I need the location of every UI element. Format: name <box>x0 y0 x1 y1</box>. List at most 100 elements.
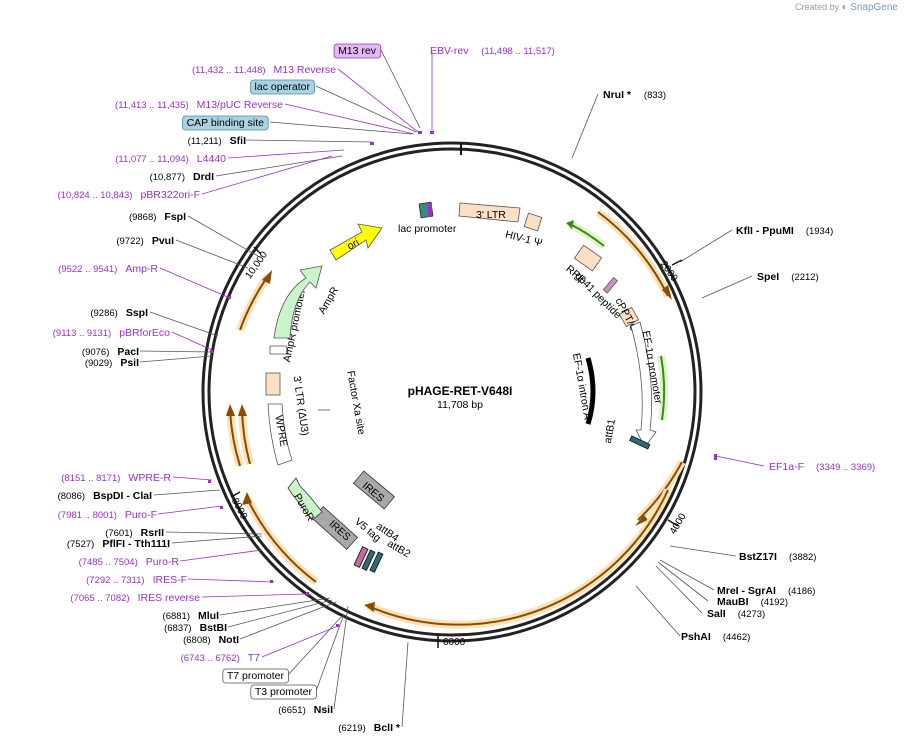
feature-ires-1: IRES <box>352 470 396 510</box>
left-label-16[interactable]: WPRE-R(8151 .. 8171) <box>61 472 171 484</box>
left-label-6[interactable]: L4440(11,077 .. 11,094) <box>115 153 226 165</box>
left-label-name: PflFI - Tth111I <box>102 538 170 550</box>
right-label-coord: (833) <box>644 90 666 101</box>
right-label-name: BstZ17I <box>739 551 777 563</box>
left-label-31[interactable]: BclI * (6219) <box>338 722 401 734</box>
right-label-9[interactable]: PshAI(4462) <box>681 631 750 643</box>
right-label-2[interactable]: KflI - PpuMI(1934) <box>736 225 833 237</box>
left-label-name: Amp-R <box>125 263 158 275</box>
left-label-coord: (9868) <box>129 212 156 223</box>
left-label-coord: (8151 .. 8171) <box>61 473 120 484</box>
left-label-21[interactable]: Puro-R(7485 .. 7504) <box>79 556 180 568</box>
left-label-coord: (6837) <box>164 623 191 634</box>
label-gp41: gp41 peptide <box>572 270 624 322</box>
left-label-5[interactable]: SfiI(11,211) <box>188 135 246 147</box>
left-label-name: Puro-R <box>146 556 180 568</box>
left-label-8[interactable]: pBR322ori-F(10,824 .. 10,843) <box>57 189 200 201</box>
left-label-name: PvuI <box>152 235 174 247</box>
orf-arc-left-mid2 <box>238 404 254 466</box>
left-label-23[interactable]: IRES reverse(7065 .. 7082) <box>70 592 200 604</box>
left-label-28[interactable]: T7 promoter <box>222 668 289 684</box>
left-label-name: SfiI <box>230 135 246 147</box>
watermark-created-by: Created by <box>795 2 840 12</box>
right-label-0[interactable]: EBV-rev(11,498 .. 11,517) <box>430 45 555 57</box>
left-label-coord: (7292 .. 7311) <box>86 575 144 586</box>
orf-arc-left-top <box>236 270 272 332</box>
feature-ef1a-promoter: EF-1α promoter <box>630 321 664 448</box>
right-label-8[interactable]: SalI(4273) <box>707 608 765 620</box>
orf-arc-bottom <box>364 488 672 629</box>
green-arc-right <box>657 355 669 421</box>
plasmid-name: pHAGE-RET-V648I <box>408 384 513 398</box>
label-ori: ori <box>345 236 361 252</box>
left-label-22[interactable]: IRES-F(7292 .. 7311) <box>86 574 187 586</box>
right-label-name: MreI - SgrAI <box>717 585 776 597</box>
left-label-14[interactable]: PacI(9076) <box>82 346 139 358</box>
left-label-2[interactable]: lac operator <box>250 79 315 95</box>
left-label-25[interactable]: BstBI(6837) <box>164 622 227 634</box>
right-label-5[interactable]: BstZ17I(3882) <box>739 551 816 563</box>
right-label-name: SpeI <box>757 271 779 283</box>
left-label-coord: (9113 .. 9131) <box>53 328 111 339</box>
left-label-20[interactable]: PflFI - Tth111I(7527) <box>67 538 170 550</box>
left-label-name: BclI * <box>374 722 401 734</box>
left-label-box-text: T3 promoter <box>255 686 313 698</box>
left-label-coord: (11,413 .. 11,435) <box>115 100 189 111</box>
right-label-1[interactable]: NruI *(833) <box>603 89 666 101</box>
tick-4000: 4000 <box>667 511 689 536</box>
left-label-4[interactable]: CAP binding site <box>182 115 269 131</box>
left-label-15[interactable]: PsiI(9029) <box>85 357 139 369</box>
right-label-name: EBV-rev <box>430 45 469 57</box>
left-label-9[interactable]: FspI (9868) <box>129 211 186 223</box>
left-label-box <box>250 684 317 700</box>
left-label-1[interactable]: M13 Reverse(11,432 .. 11,448) <box>192 64 336 76</box>
label-3ltr-du3: 3' LTR (ΔU3) <box>291 375 311 436</box>
left-label-30[interactable]: NsiI(6651) <box>278 704 333 716</box>
left-label-3[interactable]: M13/pUC Reverse(11,413 .. 11,435) <box>115 99 283 111</box>
right-label-7[interactable]: MauBI(4192) <box>717 596 788 608</box>
left-label-7[interactable]: DrdI(10,877) <box>150 171 214 183</box>
left-label-name: SspI <box>126 307 148 319</box>
left-label-19[interactable]: RsrII(7601) <box>105 527 164 539</box>
left-label-18[interactable]: Puro-F(7981 .. 8001) <box>58 509 157 521</box>
right-label-6[interactable]: MreI - SgrAI(4186) <box>717 585 815 597</box>
left-label-coord: (6651) <box>278 705 305 716</box>
left-label-13[interactable]: pBRforEco(9113 .. 9131) <box>53 327 170 339</box>
left-label-name: FspI <box>164 211 186 223</box>
left-label-29[interactable]: T3 promoter <box>250 684 317 700</box>
watermark-brand: SnapGene <box>850 2 898 13</box>
left-label-27[interactable]: T7(6743 .. 6762) <box>181 652 261 664</box>
right-label-coord: (2212) <box>791 272 818 283</box>
left-label-11[interactable]: Amp-R(9522 .. 9541) <box>58 263 158 275</box>
right-label-4[interactable]: EF1a-F (3349 .. 3369) <box>769 461 875 473</box>
feature-attb1: attB1 <box>602 418 651 450</box>
left-label-name: BspDI - ClaI <box>93 490 152 502</box>
left-label-box <box>182 115 269 131</box>
orf-arc-left-mid <box>226 404 244 468</box>
left-label-coord: (10,824 .. 10,843) <box>57 190 132 201</box>
feature-puror: PuroR <box>287 477 323 524</box>
snapgene-logo-icon: ◐ <box>841 2 848 13</box>
left-label-0[interactable]: M13 rev <box>333 43 382 59</box>
left-label-name: RsrII <box>141 527 164 539</box>
left-label-coord: (7981 .. 8001) <box>58 510 117 521</box>
label-attb2: attB2 <box>385 538 412 561</box>
left-label-26[interactable]: NotI(6808) <box>183 634 239 646</box>
right-label-coord: (3349 .. 3369) <box>816 462 875 473</box>
left-label-24[interactable]: MluI(6881) <box>163 610 220 622</box>
left-label-10[interactable]: PvuI(9722) <box>116 235 174 247</box>
right-label-3[interactable]: SpeI (2212) <box>757 271 819 283</box>
left-label-name: IRES reverse <box>138 592 201 604</box>
label-lac-promoter: lac promoter <box>398 223 457 235</box>
left-label-12[interactable]: SspI(9286) <box>90 307 148 319</box>
right-label-name: EF1a-F <box>769 461 804 473</box>
left-label-coord: (9076) <box>82 347 109 358</box>
feature-wpre: WPRE <box>267 403 293 466</box>
left-label-17[interactable]: BspDI - ClaI(8086) <box>58 490 152 502</box>
snapgene-watermark: Created by ◐ SnapGene <box>795 2 898 13</box>
left-label-coord: (6219) <box>338 723 365 734</box>
label-3ltr: 3' LTR <box>476 209 506 221</box>
orf-arc-right-bottom <box>635 460 686 526</box>
label-attb1: attB1 <box>602 418 618 444</box>
